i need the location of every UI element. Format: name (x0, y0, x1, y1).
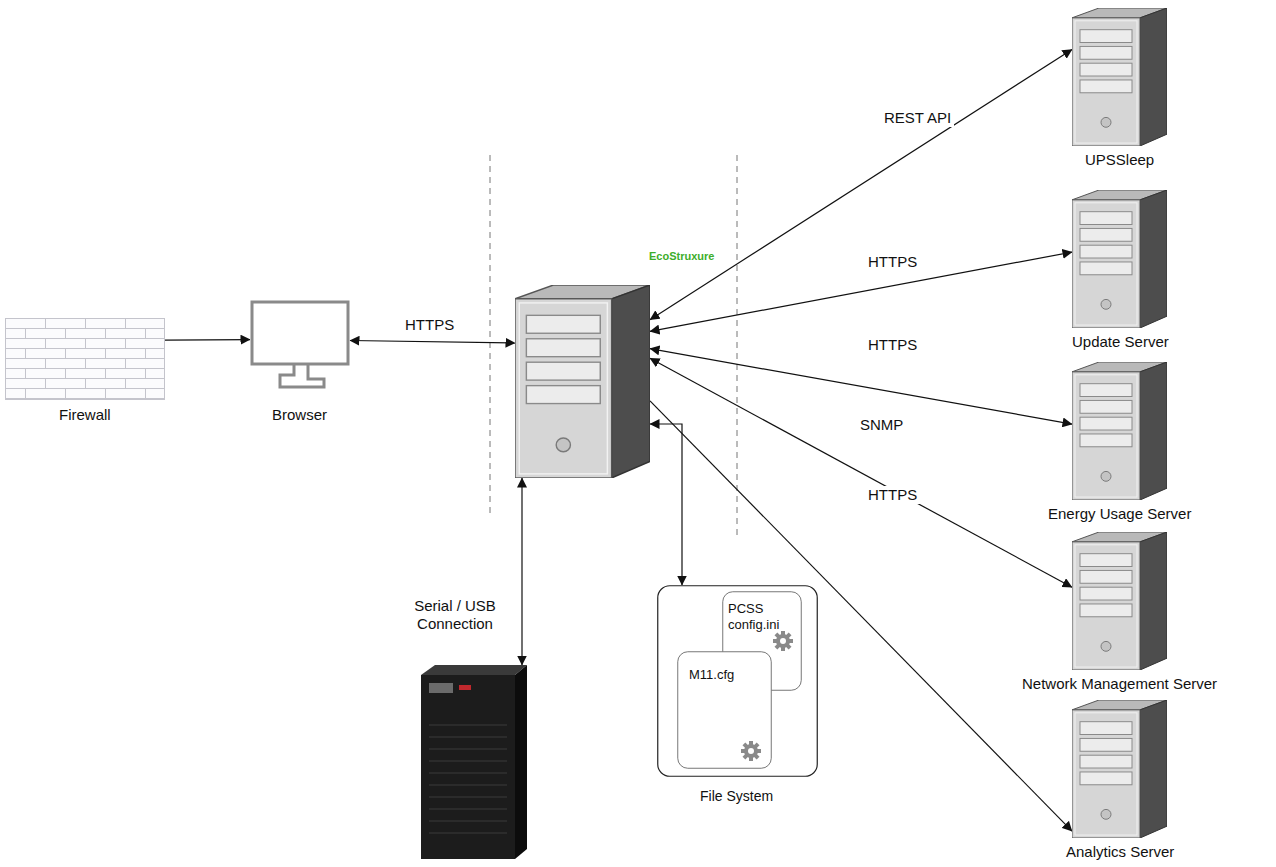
node-box: Update Server (1000, 190, 1240, 355)
server-icon (1072, 190, 1167, 328)
node-box: Firewall (5, 318, 165, 428)
node-box: Browser (250, 300, 350, 428)
gear-icon (741, 741, 761, 761)
gear-icon (773, 631, 793, 651)
wall-icon (5, 318, 165, 400)
connector-arrow (650, 424, 682, 585)
connector-arrow (350, 341, 515, 343)
monitor-icon (250, 300, 350, 390)
node-label: File System (700, 788, 773, 805)
connector-arrow (650, 252, 1072, 331)
node-label: Energy Usage Server (1048, 505, 1191, 523)
server-icon (515, 285, 650, 478)
server-icon (1072, 700, 1167, 838)
node-label: M11.cfg (689, 667, 759, 683)
node-box: UPSSleep (1000, 8, 1240, 173)
node-box: Energy Usage Server (1000, 362, 1240, 527)
node-label: Firewall (59, 406, 111, 424)
protocol-label: SNMP (857, 416, 906, 434)
node-box: M11.cfg (677, 651, 772, 769)
connector-arrow (650, 49, 1072, 319)
dashed-divider (737, 155, 738, 540)
server-icon (1072, 532, 1167, 670)
protocol-label: HTTPS (865, 253, 920, 271)
node-label: UPSSleep (1085, 151, 1154, 169)
connector-arrow (650, 349, 1072, 424)
connector-arrow (521, 478, 522, 665)
node-box: Network Management Server (1000, 532, 1240, 697)
server-icon (1072, 8, 1167, 146)
protocol-label: HTTPS (865, 486, 920, 504)
connector-arrow (650, 358, 1072, 587)
protocol-label: HTTPS (865, 336, 920, 354)
node-label: Update Server (1072, 333, 1169, 351)
node-label: Network Management Server (1022, 675, 1217, 693)
server-icon (1072, 362, 1167, 500)
protocol-label: REST API (881, 109, 954, 127)
dashed-divider (490, 155, 491, 515)
node-label: EcoStruxure (649, 250, 714, 263)
connector-arrow (165, 339, 250, 341)
node-box: EcoStruxure (515, 248, 725, 480)
ups-icon (415, 665, 530, 859)
connector-arrow (650, 401, 1072, 831)
node-box: Serial / USB Connection (400, 593, 550, 867)
node-label: Analytics Server (1066, 843, 1174, 861)
node-label: PCSS config.ini (728, 601, 792, 632)
node-label: Browser (272, 406, 327, 424)
node-box: File System PCSS config.iniM11.cfg (657, 585, 818, 815)
node-label: Serial / USB Connection (405, 597, 505, 633)
node-box: Analytics Server (1000, 700, 1240, 865)
protocol-label: HTTPS (402, 316, 457, 334)
